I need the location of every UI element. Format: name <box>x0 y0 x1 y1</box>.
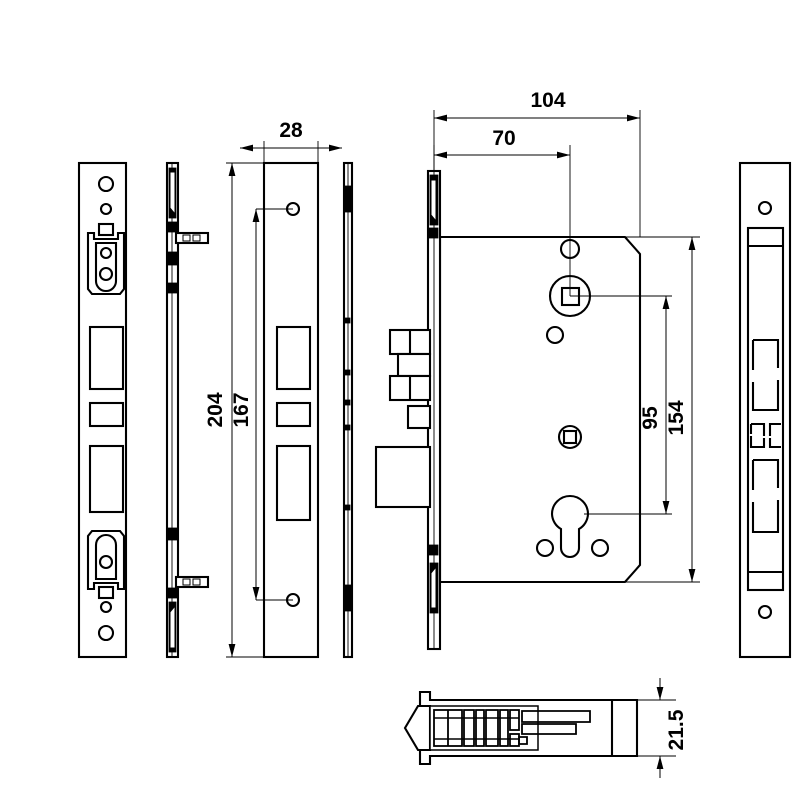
internal-mechanism <box>429 705 591 751</box>
dimension-label-104: 104 <box>530 89 565 112</box>
keeper-hole-b <box>98 266 114 282</box>
dimension-104 <box>433 110 641 237</box>
mounting-tab-bottom <box>174 575 210 589</box>
euro-cylinder-cutout <box>550 494 590 559</box>
spindle-square-upper <box>560 286 581 307</box>
view-faceplate-edge <box>342 161 354 659</box>
strike-right-screw-bottom <box>757 604 773 620</box>
view-faceplate-front <box>262 161 320 659</box>
dimension-154 <box>625 236 700 583</box>
dimension-label-204: 204 <box>204 392 227 427</box>
strike-right-aperture-middle <box>749 422 781 449</box>
dimension-label-21-5: 21.5 <box>665 709 688 750</box>
pin-hole <box>545 325 565 345</box>
small-hole-bottom <box>99 600 113 614</box>
view-strike-plate-front <box>77 161 128 659</box>
dimension-28 <box>240 141 342 163</box>
faceplate-edge-tab-top <box>343 185 353 213</box>
strike-right-screw-top <box>757 200 773 216</box>
dimension-label-154: 154 <box>665 400 688 435</box>
hook-bolt-stem <box>396 352 432 378</box>
edge-detail-top <box>167 167 178 233</box>
view-strike-plate-edge <box>165 161 210 659</box>
dimension-95 <box>570 295 672 515</box>
spindle-square-lower <box>562 429 578 445</box>
dimension-204 <box>226 162 264 658</box>
dead-bolt <box>374 445 432 509</box>
bolt-aperture-lower <box>88 444 125 514</box>
bevelled-latch-tip <box>403 704 432 752</box>
dimension-21-5 <box>637 678 676 778</box>
dimension-label-167: 167 <box>230 392 253 427</box>
keeper-tab-top <box>97 222 115 237</box>
view-lock-body <box>374 169 642 651</box>
keeper-hole-c <box>98 554 114 570</box>
strike-edge-body <box>165 161 180 659</box>
view-strike-plate-right <box>738 161 792 659</box>
edge-detail-bottom <box>167 587 178 653</box>
view-bottom-section <box>403 690 639 766</box>
latch-keeper-bottom <box>86 529 126 600</box>
screw-hole-bottom <box>97 624 115 642</box>
dimension-167 <box>252 208 293 601</box>
latch-keeper-top <box>86 222 126 296</box>
keeper-tab-bottom <box>97 585 115 600</box>
lock-case <box>438 235 642 584</box>
latch-bolt <box>406 404 432 430</box>
small-hole-top <box>99 202 113 216</box>
faceplate-edge-tab-bottom <box>343 584 353 612</box>
screw-hole-top <box>97 175 115 193</box>
dimension-label-95: 95 <box>639 406 662 430</box>
strike-right-aperture-lower <box>751 458 780 534</box>
faceplate-aperture-middle <box>275 401 312 428</box>
strike-right-aperture-upper <box>751 338 780 412</box>
faceplate-aperture-upper <box>275 325 312 391</box>
fixing-hole-left <box>535 538 555 558</box>
dimension-70 <box>433 145 571 296</box>
mounting-tab-top <box>174 231 210 245</box>
bolt-aperture-upper <box>88 325 125 391</box>
dimension-label-28: 28 <box>279 119 303 142</box>
faceplate-aperture-lower <box>275 444 312 522</box>
fixing-hole-right <box>590 538 610 558</box>
keeper-hole-a <box>99 246 113 260</box>
dimension-label-70: 70 <box>492 127 515 150</box>
small-aperture-middle <box>88 401 125 428</box>
